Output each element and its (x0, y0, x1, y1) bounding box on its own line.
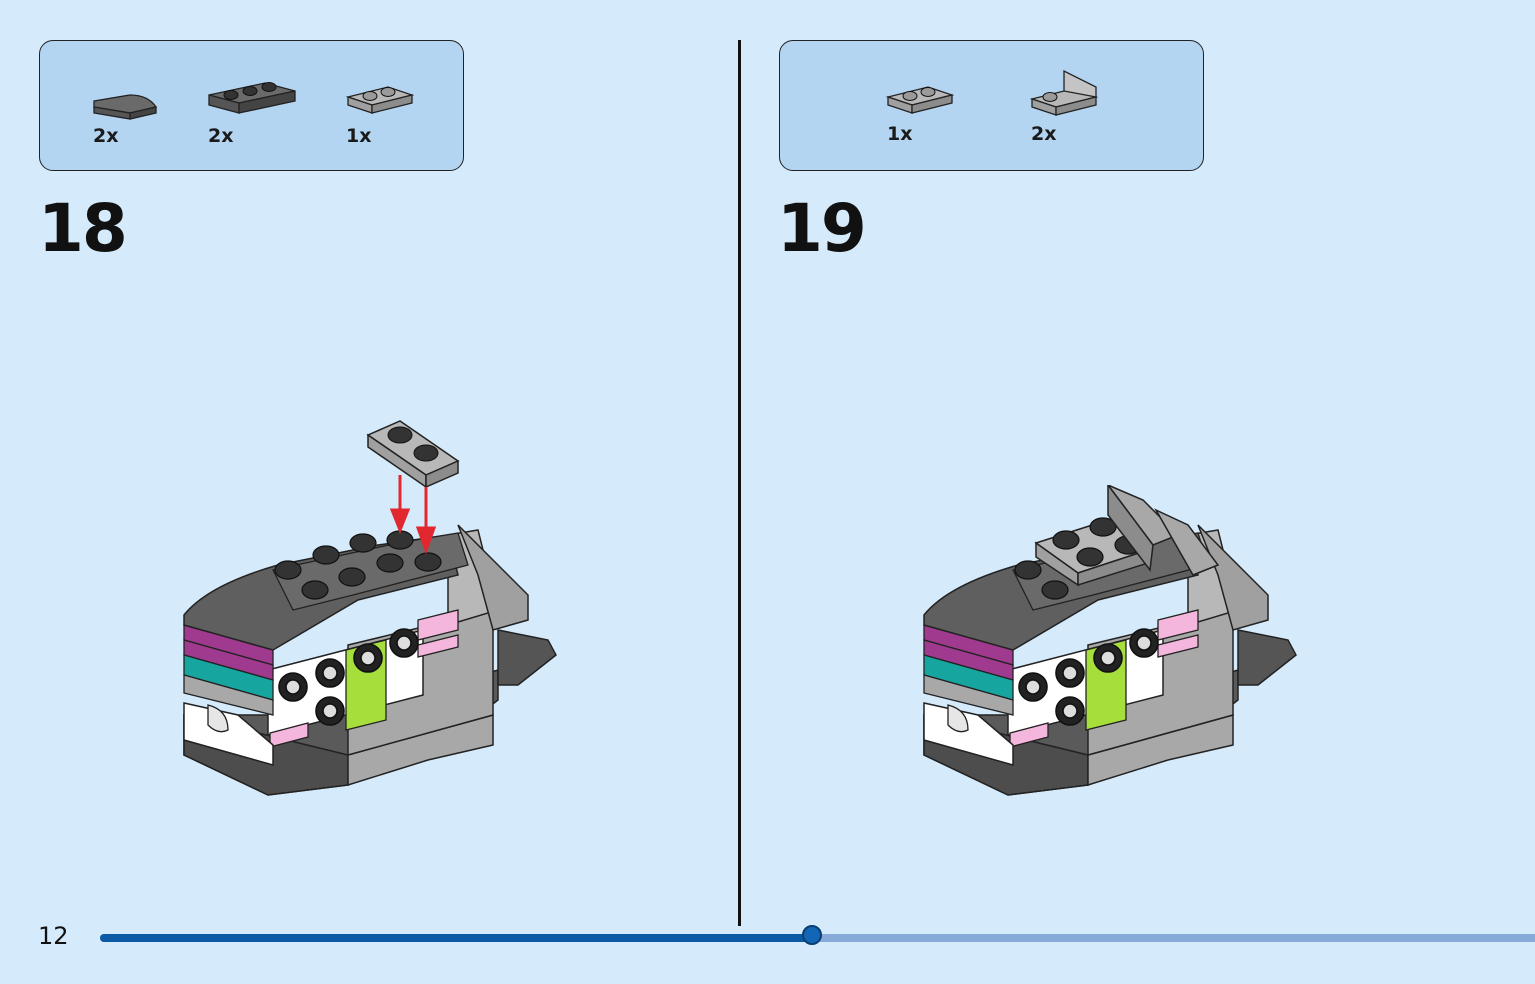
qty-label: 1x (887, 123, 913, 145)
qty-label: 2x (1031, 123, 1057, 145)
page-number: 12 (38, 922, 69, 950)
curved-slope-dark-gray-icon (90, 89, 160, 123)
build-model-step-18 (178, 415, 563, 824)
plate-1x2-light-gray-icon (884, 73, 956, 121)
qty-label: 1x (346, 125, 372, 147)
parts-callout-step-18: 2x 2x 1x (39, 40, 464, 171)
plate-1x3-dark-gray-icon (205, 69, 300, 123)
qty-label: 2x (208, 125, 234, 147)
step-number: 19 (777, 190, 867, 267)
step-divider (738, 40, 741, 926)
progress-fill (100, 934, 812, 942)
build-model-step-19 (918, 482, 1303, 824)
bracket-plate-light-gray-icon (1028, 65, 1102, 123)
step-number: 18 (38, 190, 128, 267)
progress-knob[interactable] (802, 925, 822, 945)
qty-label: 2x (93, 125, 119, 147)
plate-1x2-light-gray-icon (344, 73, 416, 121)
parts-callout-step-19: 1x 2x (779, 40, 1204, 171)
